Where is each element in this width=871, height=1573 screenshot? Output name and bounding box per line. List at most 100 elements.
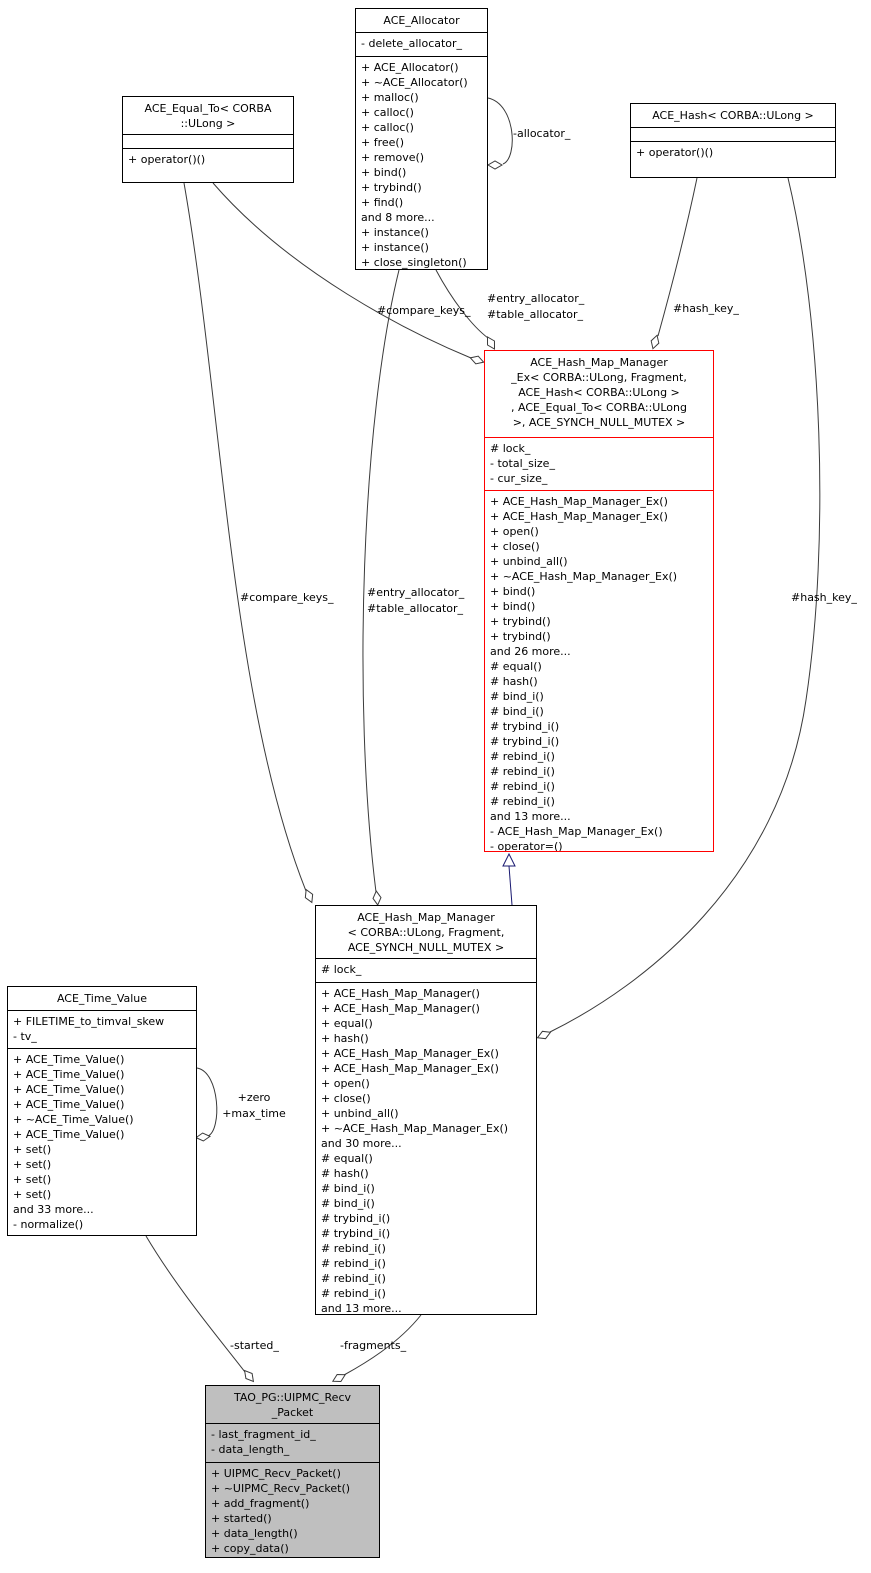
member-line: # rebind_i() (321, 1257, 386, 1270)
class-methods: + ACE_Hash_Map_Manager_Ex() + ACE_Hash_Ma… (485, 491, 713, 851)
aggregation-diamond (650, 334, 660, 350)
member-line: # rebind_i() (490, 765, 555, 778)
edge-entry-table-mgr (362, 269, 400, 893)
edge-label-started: -started_ (230, 1339, 279, 1352)
member-line: + ACE_Hash_Map_Manager_Ex() (321, 1047, 499, 1060)
member-line: + set() (13, 1173, 52, 1186)
member-line: + calloc() (361, 121, 414, 134)
class-title: TAO_PG::UIPMC_Recv _Packet (206, 1386, 379, 1424)
class-ace-hash-map-manager-ex[interactable]: ACE_Hash_Map_Manager _Ex< CORBA::ULong, … (484, 350, 714, 852)
member-line: - ACE_Hash_Map_Manager_Ex() (490, 825, 663, 838)
class-title: ACE_Equal_To< CORBA ::ULong > (123, 97, 293, 135)
member-line: + bind() (490, 600, 536, 613)
member-line: + malloc() (361, 91, 419, 104)
member-line: and 13 more... (490, 810, 571, 823)
class-ace-equal-to[interactable]: ACE_Equal_To< CORBA ::ULong > + operator… (122, 96, 294, 183)
member-line: # rebind_i() (321, 1242, 386, 1255)
member-line: + set() (13, 1143, 52, 1156)
member-line: + find() (361, 196, 404, 209)
member-line: + ACE_Time_Value() (13, 1053, 125, 1066)
class-title: ACE_Hash< CORBA::ULong > (631, 104, 835, 128)
member-line: + open() (490, 525, 539, 538)
edge-label-compare-keys-ex: #compare_keys_ (377, 304, 471, 317)
member-line: + set() (13, 1158, 52, 1171)
member-line: + trybind() (490, 615, 551, 628)
aggregation-diamond (304, 888, 314, 904)
member-line: + UIPMC_Recv_Packet() (211, 1467, 341, 1480)
member-line: # rebind_i() (321, 1287, 386, 1300)
member-line: + ACE_Hash_Map_Manager() (321, 1002, 480, 1015)
member-line: + hash() (321, 1032, 369, 1045)
member-line: + trybind() (361, 181, 422, 194)
class-ace-allocator[interactable]: ACE_Allocator - delete_allocator_ + ACE_… (355, 8, 488, 270)
member-line: + ACE_Time_Value() (13, 1083, 125, 1096)
member-line: - normalize() (13, 1218, 84, 1231)
edge-label-allocator: -allocator_ (513, 127, 571, 140)
member-line: + close() (321, 1092, 371, 1105)
edge-label-entry-table-ex: #entry_allocator_ #table_allocator_ (487, 292, 585, 321)
class-ace-hash[interactable]: ACE_Hash< CORBA::ULong > + operator()() (630, 103, 836, 178)
class-methods: + UIPMC_Recv_Packet()+ ~UIPMC_Recv_Packe… (206, 1463, 379, 1557)
class-attributes: + FILETIME_to_timval_skew- tv_ (8, 1011, 196, 1049)
member-line: + unbind_all() (321, 1107, 399, 1120)
aggregation-diamond (243, 1369, 255, 1383)
member-line: + open() (321, 1077, 370, 1090)
class-methods: + operator()() (631, 142, 835, 177)
class-attributes (123, 135, 293, 149)
edge-label-fragments: -fragments_ (340, 1339, 407, 1352)
member-line: + ACE_Hash_Map_Manager_Ex() (490, 510, 668, 523)
member-line: + ~ACE_Allocator() (361, 76, 468, 89)
member-line: + ACE_Time_Value() (13, 1128, 125, 1141)
member-line: + equal() (321, 1017, 373, 1030)
class-attributes: - last_fragment_id_- data_length_ (206, 1424, 379, 1463)
member-line: # equal() (321, 1152, 373, 1165)
member-line: # equal() (490, 660, 542, 673)
aggregation-diamond (195, 1132, 211, 1142)
class-methods: + ACE_Time_Value() + ACE_Time_Value() + AC… (8, 1049, 196, 1235)
member-line: + remove() (361, 151, 425, 164)
member-line: + unbind_all() (490, 555, 568, 568)
inheritance-arrowhead (502, 852, 516, 867)
class-ace-hash-map-manager[interactable]: ACE_Hash_Map_Manager < CORBA::ULong, Fra… (315, 905, 537, 1315)
class-methods: + ACE_Allocator()+ ~ACE_Allocator()+ mal… (356, 57, 487, 269)
edge-hash-key-ex (657, 177, 698, 337)
member-line: and 30 more... (321, 1137, 402, 1150)
class-title: ACE_Time_Value (8, 987, 196, 1011)
edge-inheritance (508, 865, 513, 906)
member-line: + close() (490, 540, 540, 553)
edge-time-value-self (196, 1067, 218, 1137)
member-line: + add_fragment() (211, 1497, 310, 1510)
member-line: # trybind_i() (321, 1212, 391, 1225)
edge-label-hash-key-ex: #hash_key_ (673, 302, 739, 315)
edge-compare-keys-mgr (183, 182, 307, 892)
class-methods: + ACE_Hash_Map_Manager() + ACE_Hash_Map_M… (316, 983, 536, 1314)
member-line: + ~ACE_Hash_Map_Manager_Ex() (321, 1122, 509, 1135)
edge-label-entry-table-mgr: #entry_allocator_ #table_allocator_ (367, 586, 465, 615)
member-line: + operator()() (636, 146, 714, 159)
member-line: # lock_ (490, 442, 531, 455)
class-title: ACE_Hash_Map_Manager _Ex< CORBA::ULong, … (485, 351, 713, 438)
class-methods: + operator()() (123, 149, 293, 182)
edge-started (145, 1235, 246, 1373)
member-line: + bind() (490, 585, 536, 598)
member-line: + ACE_Time_Value() (13, 1098, 125, 1111)
member-line: + operator()() (128, 153, 206, 166)
member-line: # rebind_i() (490, 795, 555, 808)
member-line: + trybind() (490, 630, 551, 643)
member-line: + free() (361, 136, 404, 149)
member-line: and 8 more... (361, 211, 435, 224)
member-line: + calloc() (361, 106, 414, 119)
member-line: + close_singleton() (361, 256, 467, 269)
class-title: ACE_Allocator (356, 9, 487, 33)
class-tao-pg-uipmc-recv-packet[interactable]: TAO_PG::UIPMC_Recv _Packet - last_fragme… (205, 1385, 380, 1558)
member-line: + ACE_Hash_Map_Manager_Ex() (321, 1062, 499, 1075)
class-attributes: # lock_- total_size_- cur_size_ (485, 438, 713, 491)
class-attributes: - delete_allocator_ (356, 33, 487, 57)
member-line: - last_fragment_id_ (211, 1428, 316, 1441)
class-ace-time-value[interactable]: ACE_Time_Value + FILETIME_to_timval_skew… (7, 986, 197, 1236)
edge-label-hash-key-mgr: #hash_key_ (791, 591, 857, 604)
class-attributes (631, 128, 835, 142)
member-line: + ACE_Hash_Map_Manager_Ex() (490, 495, 668, 508)
member-line: + instance() (361, 226, 429, 239)
